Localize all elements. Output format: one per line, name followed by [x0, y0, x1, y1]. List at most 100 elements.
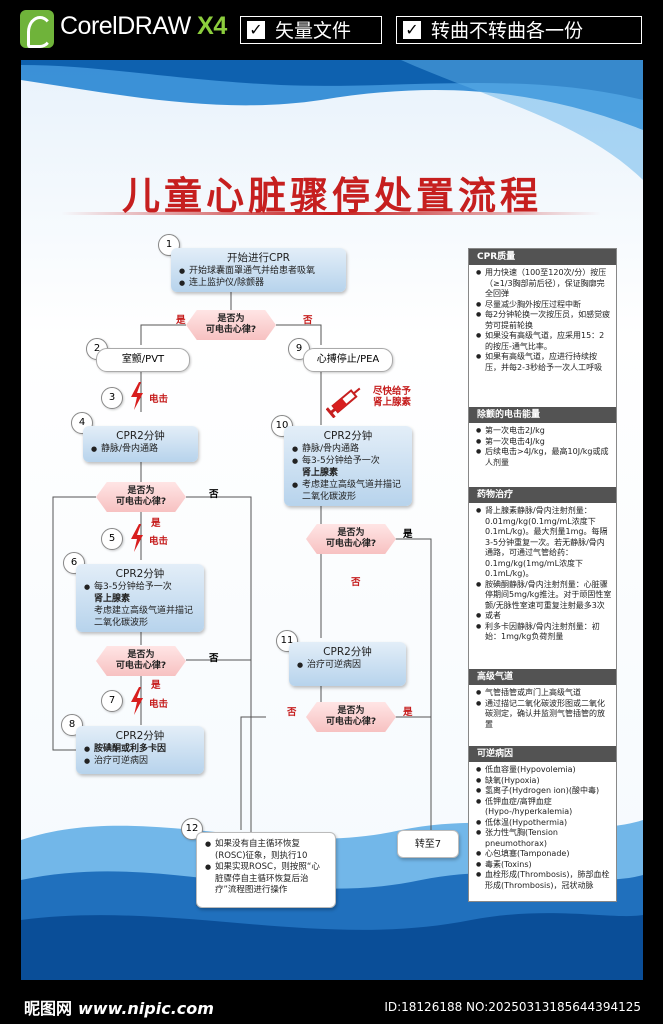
decision-5: 是否为 可电击心律? — [306, 702, 396, 732]
list-item: 如果没有自主循环恢复(ROSC)征象，则执行10 — [205, 839, 327, 862]
list-item: 低钾血症/高钾血症(Hypo-/hyperkalemia) — [476, 797, 612, 818]
flowchart: 1 开始进行CPR 开始球囊面罩通气并给患者吸氧连上监护仪/除颤器 是否为 可电… — [21, 60, 643, 980]
list-item: 低血容量(Hypovolemia) — [476, 765, 612, 776]
yes-label: 是 — [151, 680, 161, 691]
yes-label: 是 — [151, 518, 161, 529]
step-number: 3 — [101, 387, 123, 409]
step-10-box: CPR2分钟 静脉/骨内通路 每3-5分钟给予一次 肾上腺素 考虑建立高级气道并… — [284, 426, 412, 506]
top-bar: CorelDRAW X4 ✓矢量文件 ✓转曲不转曲各一份 — [0, 0, 663, 58]
list-item: 张力性气胸(Tension pneumothorax) — [476, 828, 612, 849]
list-item: 胺碘酮静脉/骨内注射剂量：心脏骤停期间5mg/kg推注。对于顽固性室颤/无脉性室… — [476, 580, 612, 612]
decision-2: 是否为 可电击心律? — [96, 482, 186, 512]
info-sidebar: CPR质量 用力快速（100至120次/分）按压（≥1/3胸部前后径），保证胸廓… — [468, 248, 617, 902]
no-label: 否 — [303, 315, 313, 326]
step-11-box: CPR2分钟 治疗可逆病因 — [289, 642, 406, 686]
section-shock-energy: 除颤的电击能量 第一次电击2J/kg 第一次电击4J/kg 后续电击>4J/kg… — [469, 407, 616, 468]
step-title: CPR2分钟 — [116, 430, 165, 442]
list-item: 如果有高级气道，应进行持续按压，并每2-3秒给予一次人工呼吸 — [476, 352, 612, 373]
list-item: 每2分钟轮换一次按压员，如感觉疲劳可提前轮换 — [476, 310, 612, 331]
step-6-box: CPR2分钟 每3-5分钟给予一次 肾上腺素 考虑建立高级气道并描记 二氧化碳波… — [76, 564, 204, 632]
list-item: 静脉/骨内通路 — [292, 443, 404, 455]
decision-3: 是否为 可电击心律? — [96, 646, 186, 676]
section-drug: 药物治疗 肾上腺素静脉/骨内注射剂量：0.01mg/kg(0.1mg/mL浓度下… — [469, 487, 616, 643]
list-item: 氢离子(Hydrogen ion)(酸中毒) — [476, 786, 612, 797]
list-item: 肾上腺素静脉/骨内注射剂量：0.01mg/kg(0.1mg/mL浓度下0.1mL… — [476, 506, 612, 580]
step-title: 开始进行CPR — [227, 252, 290, 264]
list-item: 低体温(Hypothermia) — [476, 818, 612, 829]
shock-label: 电击 — [149, 394, 169, 405]
list-item-bold: 肾上腺素 — [94, 594, 131, 604]
list-item-bold: 肾上腺素 — [302, 468, 339, 478]
step-number: 7 — [101, 690, 123, 712]
decision-1: 是否为 可电击心律? — [186, 310, 276, 340]
section-cpr-quality: CPR质量 用力快速（100至120次/分）按压（≥1/3胸部前后径），保证胸廓… — [469, 249, 616, 373]
tag-curves: ✓转曲不转曲各一份 — [396, 16, 642, 44]
step-title: CPR2分钟 — [323, 430, 373, 442]
list-item: 气管插管或声门上高级气道 — [476, 688, 612, 699]
lightning-icon — [129, 687, 145, 715]
list-item: 后续电击>4J/kg，最高10J/kg或成人剂量 — [476, 447, 612, 468]
step-2-vf-pvt: 室颤/PVT — [96, 348, 190, 372]
epinephrine-label: 尽快给予 肾上腺素 — [373, 386, 412, 408]
no-label: 否 — [351, 577, 361, 588]
image-id: ID:18126188 NO:20250313185644394125 — [384, 1000, 641, 1014]
page-title: 儿童心脏骤停处置流程 — [121, 174, 542, 218]
yes-label: 是 — [176, 315, 186, 326]
list-item: 每3-5分钟给予一次 — [84, 581, 196, 593]
list-item: 利多卡因静脉/骨内注射剂量：初始：1mg/kg负荷剂量 — [476, 622, 612, 643]
shock-label: 电击 — [149, 699, 169, 710]
section-title: CPR质量 — [469, 249, 616, 265]
lightning-icon — [129, 382, 145, 410]
bottom-bar — [0, 985, 663, 1024]
list-item: 缺氧(Hypoxia) — [476, 776, 612, 787]
yes-label: 是 — [403, 707, 413, 718]
list-item: 静脉/骨内通路 — [91, 443, 190, 455]
list-item: 心包填塞(Tamponade) — [476, 849, 612, 860]
step-title: CPR2分钟 — [115, 568, 165, 580]
yes-label: 是 — [403, 529, 413, 540]
poster: 儿童心脏骤停处置流程 1 开始进行CPR — [21, 60, 643, 980]
list-item: 用力快速（100至120次/分）按压（≥1/3胸部前后径），保证胸廓完全回弹 — [476, 268, 612, 300]
list-item: 考虑建立高级气道并描记 — [292, 479, 404, 491]
list-item: 毒素(Toxins) — [476, 860, 612, 871]
list-item: 每3-5分钟给予一次 — [292, 455, 404, 467]
list-item: 通过描记二氧化碳波形图或二氧化碳测定，确认并监测气管插管的放置 — [476, 699, 612, 731]
syringe-icon — [325, 382, 366, 419]
section-title: 除颤的电击能量 — [469, 407, 616, 423]
no-label: 否 — [209, 489, 219, 500]
list-item: 如果没有高级气道，应采用15：2的按压-通气比率。 — [476, 331, 612, 352]
list-item: 第一次电击4J/kg — [476, 437, 612, 448]
title-underline — [61, 212, 601, 215]
step-8-box: CPR2分钟 胺碘酮或利多卡因 治疗可逆病因 — [76, 726, 204, 774]
step-title: CPR2分钟 — [115, 730, 165, 742]
list-item: 如果实现ROSC，则按照“心脏骤停自主循环恢复后治疗”流程图进行操作 — [205, 862, 327, 897]
section-airway: 高级气道 气管插管或声门上高级气道 通过描记二氧化碳波形图或二氧化碳测定，确认并… — [469, 669, 616, 730]
list-item: 治疗可逆病因 — [84, 755, 196, 767]
section-title: 高级气道 — [469, 669, 616, 685]
list-item-cont: 二氧化碳波形 — [94, 618, 149, 628]
no-label: 否 — [209, 653, 219, 664]
shock-label: 电击 — [149, 536, 169, 547]
list-item: 尽量减少胸外按压过程中断 — [476, 300, 612, 311]
checkbox-icon: ✓ — [403, 21, 421, 39]
step-1-box: 开始进行CPR 开始球囊面罩通气并给患者吸氧连上监护仪/除颤器 — [171, 248, 346, 292]
goto-7-box: 转至7 — [397, 830, 459, 858]
step-9-asystole-pea: 心搏停止/PEA — [303, 348, 393, 372]
list-item: 开始球囊面罩通气并给患者吸氧 — [179, 265, 338, 277]
checkbox-icon: ✓ — [247, 21, 265, 39]
list-item: 治疗可逆病因 — [297, 659, 398, 671]
lightning-icon — [129, 524, 145, 552]
no-label: 否 — [287, 707, 297, 718]
list-item: 连上监护仪/除颤器 — [179, 277, 338, 289]
list-item-cont: 考虑建立高级气道并描记 — [94, 606, 194, 616]
step-4-box: CPR2分钟 静脉/骨内通路 — [83, 426, 198, 462]
list-item: 血栓形成(Thrombosis)，肺部血栓形成(Thrombosis)，冠状动脉 — [476, 870, 612, 891]
coreldraw-logo-icon — [20, 10, 54, 48]
section-reversible-causes: 可逆病因 低血容量(Hypovolemia) 缺氧(Hypoxia) 氢离子(H… — [469, 746, 616, 891]
step-number: 5 — [101, 528, 123, 550]
list-item: 第一次电击2J/kg — [476, 426, 612, 437]
decision-4: 是否为 可电击心律? — [306, 524, 396, 554]
step-12-box: 如果没有自主循环恢复(ROSC)征象，则执行10如果实现ROSC，则按照“心脏骤… — [196, 832, 336, 908]
tag-vector-file: ✓矢量文件 — [240, 16, 382, 44]
